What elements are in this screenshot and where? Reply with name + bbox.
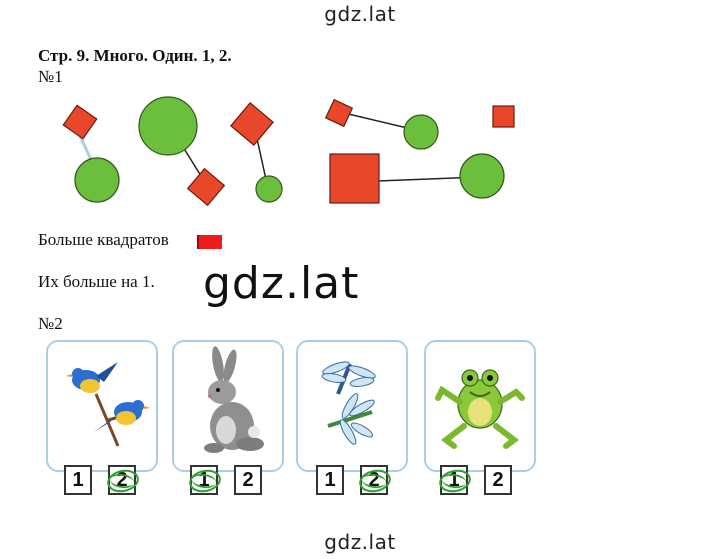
- task2-cards: 1 2 1 2 1: [40, 338, 560, 508]
- red-square: [230, 102, 274, 146]
- red-square: [324, 98, 354, 128]
- choice-box-2-marked[interactable]: 2: [360, 465, 388, 495]
- choice-box-2[interactable]: 2: [484, 465, 512, 495]
- task2-label: №2: [38, 314, 63, 333]
- choice-box-1-marked[interactable]: 1: [190, 465, 218, 495]
- answer-difference: Их больше на 1.: [38, 272, 155, 291]
- task1-label: №1: [38, 67, 63, 86]
- frog-icon: [435, 369, 525, 449]
- green-circle: [74, 157, 120, 203]
- red-square: [329, 153, 380, 204]
- choice-box-2[interactable]: 2: [234, 465, 262, 495]
- red-flag-icon: [197, 235, 222, 249]
- watermark-top: gdz.lat: [324, 2, 396, 26]
- choice-box-1[interactable]: 1: [316, 465, 344, 495]
- red-square: [186, 167, 226, 207]
- answer-more-squares: Больше квадратов: [38, 230, 169, 249]
- watermark-bottom: gdz.lat: [324, 530, 396, 554]
- red-square: [492, 105, 515, 128]
- rabbit-icon: [204, 346, 264, 453]
- birds-icon: [66, 362, 150, 447]
- picture-card-dragonflies: [296, 340, 408, 472]
- picture-card-birds: [46, 340, 158, 472]
- page-heading: Стр. 9. Много. Один. 1, 2.: [38, 46, 232, 65]
- green-circle: [459, 153, 505, 199]
- green-circle: [138, 96, 198, 156]
- choice-box-1[interactable]: 1: [64, 465, 92, 495]
- task1-figure: [62, 96, 515, 207]
- green-circle: [403, 114, 439, 150]
- red-square: [62, 104, 98, 140]
- watermark-middle: gdz.lat: [203, 258, 360, 309]
- choice-box-1-marked[interactable]: 1: [440, 465, 468, 495]
- choice-box-2-marked[interactable]: 2: [108, 465, 136, 495]
- picture-card-frog: [424, 340, 536, 472]
- picture-card-rabbit: [172, 340, 284, 472]
- dragonflies-icon: [321, 361, 376, 445]
- green-circle: [255, 175, 283, 203]
